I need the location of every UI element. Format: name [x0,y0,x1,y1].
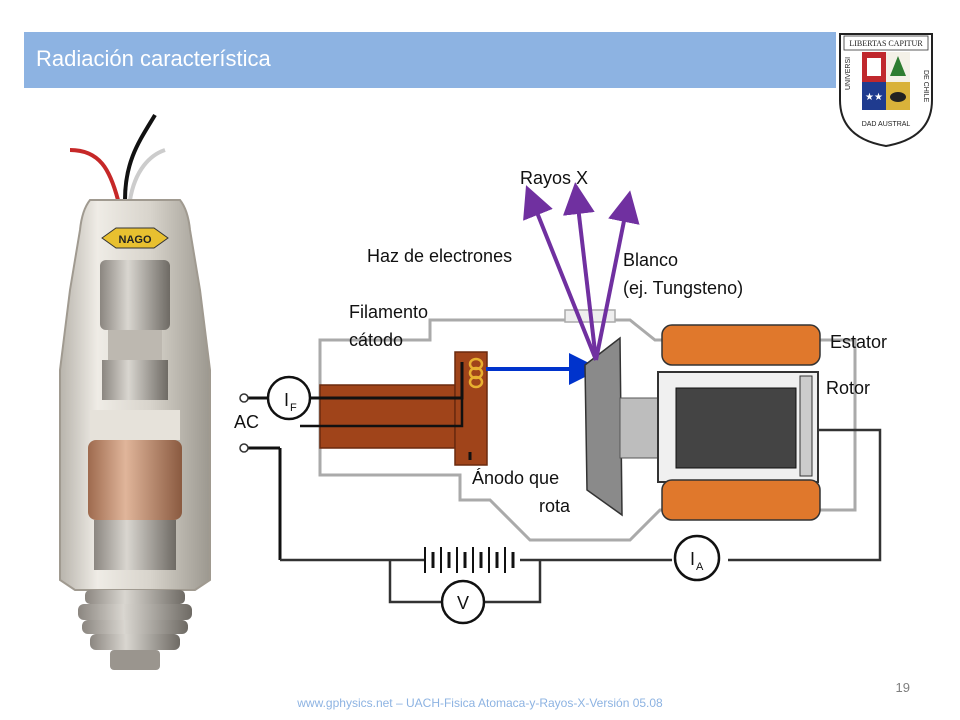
university-crest-logo: LIBERTAS CAPITUR ★★ UNIVERSI DAD AUSTRAL… [839,33,933,148]
rotor-cap [799,375,813,477]
filament-wire-bottom [245,446,472,560]
label-ac: AC [234,412,260,432]
label-haz-de-electrones: Haz de electrones [367,246,513,266]
cathode-feed [300,388,464,428]
if-meter-sub: F [290,402,297,414]
label-filamento: Filamento [349,302,429,322]
stator-top [661,324,821,366]
footer-text: www.gphysics.net – UACH-Fisica Atomaca-y… [297,696,663,710]
stator-bottom [661,479,821,521]
battery-symbol [424,547,515,573]
wire-white [128,148,166,201]
voltmeter-label: V [457,593,469,613]
ia-meter-sub: A [696,561,704,573]
crest-bottom-text: DAD AUSTRAL [862,121,911,128]
svg-text:★★: ★★ [865,92,883,103]
wire-black [123,113,157,201]
xray-arrow-middle [562,182,598,361]
anode-target [584,336,623,517]
xray-tube-photo: NAGO [59,113,211,670]
xray-arrow-left [523,185,598,361]
label-rotor: Rotor [826,378,871,398]
crest-left-text: UNIVERSI [845,57,852,90]
label-estator: Estator [830,332,888,352]
slide-title: Radiación característica [36,46,271,71]
tube-brand-label: NAGO [119,234,152,246]
ac-terminal-bottom [239,443,249,453]
voltmeter-wire [388,560,542,604]
ia-ammeter [673,534,721,582]
wire-red [69,148,120,201]
label-tungsteno: (ej. Tungsteno) [623,278,744,298]
ac-terminal-top [239,393,249,403]
ia-meter-label: I [690,549,695,569]
if-meter-label: I [284,390,289,410]
anode-circuit-wire [280,428,882,562]
page-number: 19 [895,680,910,695]
crest-banner-text: LIBERTAS CAPITUR [849,39,923,48]
voltmeter [440,579,486,625]
title-bar [24,32,836,88]
xray-arrow-right [594,190,640,361]
label-anodo-que: Ánodo que [472,468,560,488]
filament-coil [468,357,484,389]
cathode-block [319,384,456,449]
label-rota: rota [539,496,571,516]
label-rayos-x: Rayos X [520,168,589,188]
label-blanco: Blanco [623,250,679,270]
rotor-core [675,387,797,469]
crest-right-text: DE CHILE [922,70,929,103]
if-ammeter [266,375,312,421]
anode-neck [619,397,659,459]
label-catodo: cátodo [349,330,404,350]
